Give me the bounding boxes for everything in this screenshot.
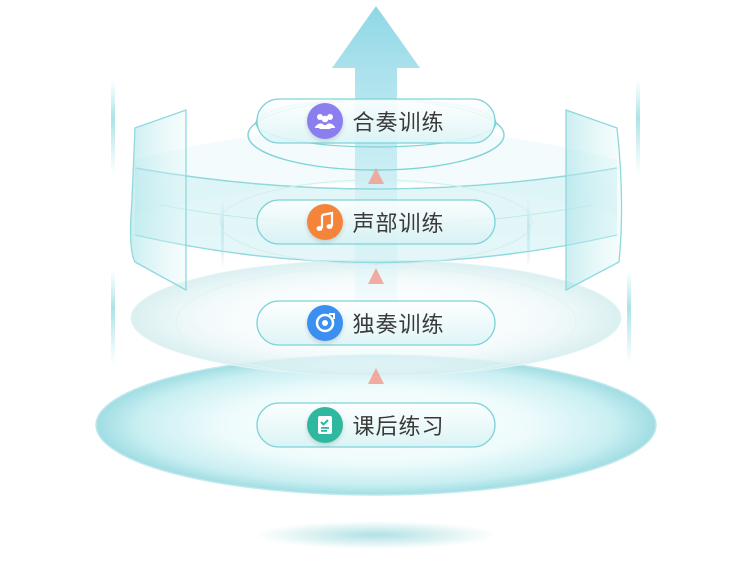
level-ensemble: 合奏训练 xyxy=(256,98,496,144)
level-connector-3 xyxy=(368,368,384,384)
stick-right-bottom xyxy=(627,270,631,365)
level-connector-2 xyxy=(368,268,384,284)
level-label: 课后练习 xyxy=(352,415,445,440)
cylinder-right-panel xyxy=(565,109,623,292)
stick-left-top xyxy=(111,80,115,175)
level-section: 声部训练 xyxy=(256,199,496,245)
level-label: 合奏训练 xyxy=(352,111,445,136)
ensemble-people-icon xyxy=(307,103,344,139)
floor-shadow xyxy=(256,521,496,549)
level-label: 独奏训练 xyxy=(352,313,445,338)
level-solo: 独奏训练 xyxy=(256,300,496,346)
stick-right-top xyxy=(636,80,640,175)
homework-checklist-icon xyxy=(307,407,344,443)
level-homework: 课后练习 xyxy=(256,402,496,448)
solo-disc-icon xyxy=(307,305,344,341)
level-label: 声部训练 xyxy=(352,212,445,237)
stick-left-bottom xyxy=(111,270,115,365)
cylinder-left-panel xyxy=(129,109,187,292)
music-note-icon xyxy=(307,204,344,240)
cylinder-bottom-rim xyxy=(134,234,618,264)
level-connector-1 xyxy=(368,168,384,184)
cylinder-top-rim xyxy=(134,167,618,190)
